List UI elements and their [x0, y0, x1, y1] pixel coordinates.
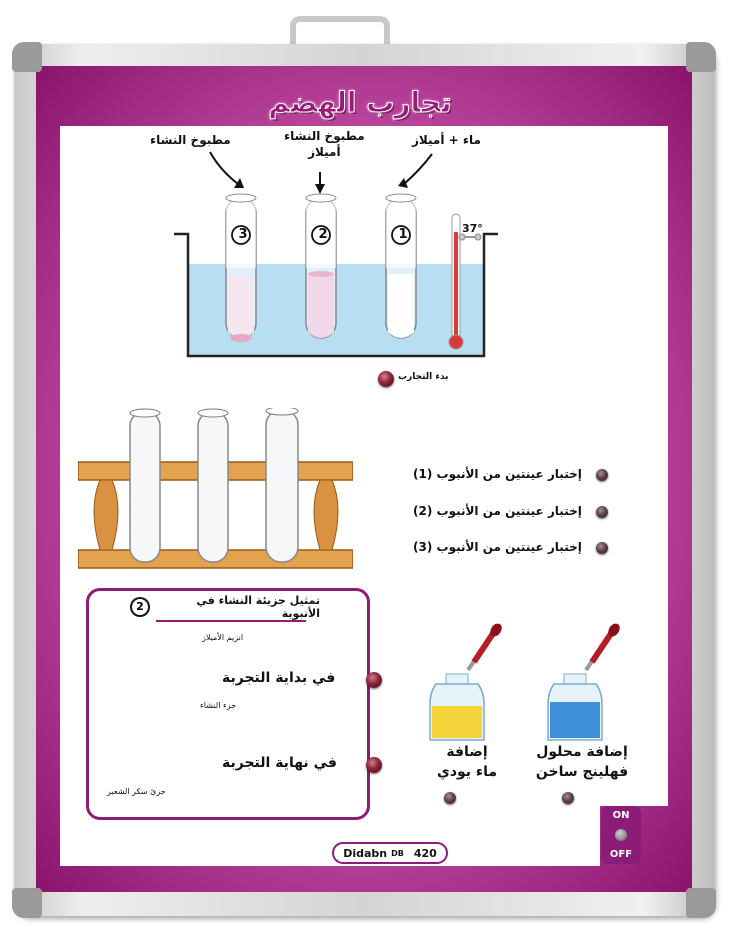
starch-panel-title-bar: تمثيل جزيئة النشاء في الأنبوبة 2	[130, 594, 320, 620]
start-experiments-label: بدء التجارب	[398, 372, 449, 382]
page-title: تجارب الهضم	[268, 85, 452, 119]
starch-panel	[86, 588, 370, 820]
beaker-illustration	[174, 193, 498, 358]
iodine-bottle	[429, 623, 502, 741]
experiment-start-button[interactable]	[366, 672, 382, 688]
test-label-2: إختبار عينتين من الأنبوب (2)	[413, 504, 582, 518]
power-off-label: OFF	[609, 849, 633, 860]
tube-number-3: 3	[238, 227, 248, 242]
rack-tube-right	[265, 408, 299, 563]
title-banner: تجارب الهضم	[230, 82, 490, 122]
rack-tube-middle	[197, 408, 229, 563]
power-switch-panel: ON OFF	[601, 806, 641, 864]
experiment-end-button[interactable]	[366, 757, 382, 773]
starch-part-label: جزء النشاء	[200, 701, 237, 710]
test-tube-2	[305, 193, 337, 339]
tube-label-1: ماء + أميلاز	[412, 133, 481, 147]
temperature-label: 37°	[462, 222, 483, 235]
test-button-2[interactable]	[596, 506, 608, 518]
brand-suffix: DB	[391, 848, 404, 858]
product-number: 420	[413, 846, 437, 860]
starch-title-underline	[156, 620, 306, 622]
fehling-button[interactable]	[562, 792, 574, 804]
hanger-handle	[290, 16, 390, 48]
footer-brand-badge: Didabn DB 420	[332, 842, 448, 864]
maltose-label: جزئ سكر الشعير	[107, 787, 166, 796]
start-experiments-button[interactable]	[378, 371, 394, 387]
test-tube-1	[385, 193, 417, 339]
test-tube-rack	[78, 408, 353, 569]
corner-cap-tr	[686, 42, 716, 72]
fehling-label-line1: إضافة محلول	[536, 744, 628, 760]
beaker-outline	[174, 232, 498, 358]
test-button-3[interactable]	[596, 542, 608, 554]
arrow-head-1	[398, 178, 408, 188]
starch-panel-number: 2	[130, 597, 150, 617]
dropper-icon	[466, 623, 502, 672]
iodine-button[interactable]	[444, 792, 456, 804]
amylase-label: انزيم الأميلاز	[202, 633, 244, 642]
tube-label-3: مطبوخ النشاء	[150, 133, 231, 147]
arrow-head-2	[315, 184, 325, 194]
iodine-label-line1: إضافة	[446, 744, 488, 760]
tube-number-2: 2	[318, 227, 328, 242]
experiment-start-label: في بداية التجربة	[222, 670, 336, 686]
test-tube-3	[225, 193, 257, 342]
corner-cap-br	[686, 888, 716, 918]
experiment-end-label: في نهاية التجربة	[222, 755, 337, 771]
test-label-1: إختبار عينتين من الأنبوب (1)	[413, 467, 582, 481]
test-label-3: إختبار عينتين من الأنبوب (3)	[413, 540, 582, 554]
power-switch[interactable]	[615, 829, 627, 841]
brand-name: Didabn	[343, 846, 388, 860]
fehling-label-line2: فهلينج ساخن	[535, 764, 629, 780]
thermometer	[448, 213, 482, 350]
label-arrows	[209, 151, 433, 194]
corner-cap-bl	[12, 888, 42, 918]
arrow-head-3	[234, 178, 244, 188]
tube-label-2: مطبوخ النشاء أميلاز	[284, 129, 365, 159]
starch-panel-title: تمثيل جزيئة النشاء في الأنبوبة	[196, 594, 320, 620]
dropper-icon	[584, 623, 620, 672]
test-button-1[interactable]	[596, 469, 608, 481]
corner-cap-tl	[12, 42, 42, 72]
content-area-right	[600, 126, 668, 806]
fehling-bottle	[547, 623, 620, 741]
iodine-label-line2: ماء يودي	[436, 764, 497, 780]
power-on-label: ON	[612, 810, 630, 821]
rack-tube-left	[129, 408, 161, 563]
tube-number-1: 1	[398, 227, 408, 242]
